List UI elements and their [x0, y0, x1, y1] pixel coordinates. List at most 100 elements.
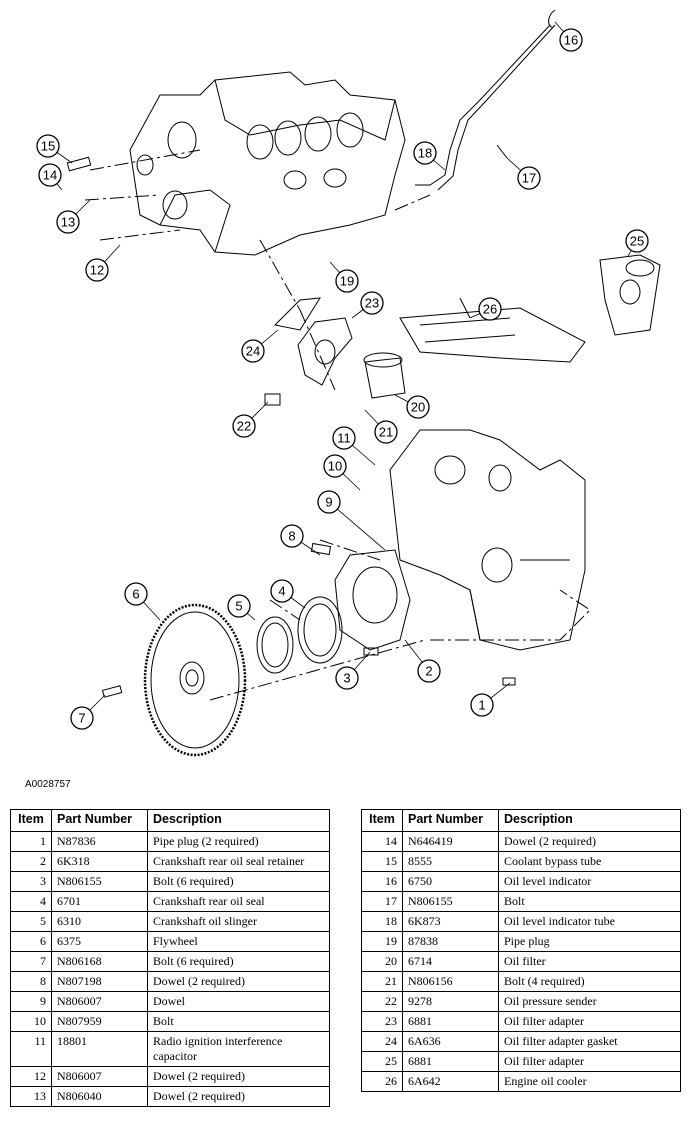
cell-item: 22	[361, 991, 403, 1012]
cell-item: 7	[10, 951, 52, 972]
cell-description: Pipe plug (2 required)	[147, 831, 330, 852]
cell-item: 20	[361, 951, 403, 972]
cell-description: Dowel (2 required)	[498, 831, 681, 852]
svg-text:11: 11	[337, 431, 351, 446]
figure-id: A0028757	[25, 779, 71, 790]
callout-26: 26	[478, 297, 502, 321]
callout-13: 13	[56, 210, 80, 234]
cell-description: Bolt	[147, 1011, 330, 1032]
col-item: Item	[10, 809, 52, 832]
cell-item: 21	[361, 971, 403, 992]
cell-item: 2	[10, 851, 52, 872]
cell-description: Crankshaft oil slinger	[147, 911, 330, 932]
svg-text:15: 15	[41, 139, 55, 154]
cell-part-number: 8555	[402, 851, 499, 872]
svg-text:1: 1	[478, 698, 485, 713]
crankshaft-rear-oil-seal	[297, 596, 343, 664]
cell-item: 12	[10, 1066, 52, 1087]
leader-lines	[47, 21, 638, 719]
cell-part-number: 9278	[402, 991, 499, 1012]
col-part-number: Part Number	[51, 809, 148, 832]
cell-description: Flywheel	[147, 931, 330, 952]
cell-description: Radio ignition interference capacitor	[147, 1031, 330, 1067]
cell-item: 11	[10, 1031, 52, 1067]
engine-block-upper	[129, 71, 406, 256]
callout-2: 2	[417, 659, 441, 683]
callout-7: 7	[70, 706, 94, 730]
callout-25: 25	[625, 229, 649, 253]
callout-6: 6	[124, 582, 148, 606]
svg-text:7: 7	[78, 711, 85, 726]
callout-19: 19	[335, 269, 359, 293]
cell-item: 17	[361, 891, 403, 912]
cell-part-number: 6375	[51, 931, 148, 952]
callout-20: 20	[406, 395, 430, 419]
cell-description: Oil filter	[498, 951, 681, 972]
cell-item: 25	[361, 1051, 403, 1072]
callout-23: 23	[360, 291, 384, 315]
oil-pressure-sender	[264, 393, 281, 406]
seal-retainer	[334, 549, 411, 651]
svg-text:22: 22	[237, 419, 251, 434]
svg-text:25: 25	[630, 234, 644, 249]
cell-item: 3	[10, 871, 52, 892]
cell-description: Bolt (6 required)	[147, 951, 330, 972]
cell-part-number: 6K873	[402, 911, 499, 932]
callout-11: 11	[332, 426, 356, 450]
callout-10: 10	[323, 454, 347, 478]
svg-text:10: 10	[328, 459, 342, 474]
cell-part-number: N806168	[51, 951, 148, 972]
cell-part-number: 6714	[402, 951, 499, 972]
callout-17: 17	[517, 166, 541, 190]
cell-item: 24	[361, 1031, 403, 1052]
svg-text:23: 23	[365, 296, 379, 311]
cell-part-number: 6881	[402, 1051, 499, 1072]
oil-filter-adapter-rear	[599, 254, 661, 336]
oil-level-indicator	[415, 9, 556, 191]
cell-item: 10	[10, 1011, 52, 1032]
cell-part-number: 6A636	[402, 1031, 499, 1052]
exploded-engine-diagram: 1 2 3 4 5 6 7 8 9 10 11 12 13 14 15 16 1…	[36, 9, 661, 757]
oil-filter-adapter	[273, 297, 353, 386]
cell-description: Dowel (2 required)	[147, 1066, 330, 1087]
cell-description: Crankshaft rear oil seal retainer	[147, 851, 330, 872]
cell-description: Coolant bypass tube	[498, 851, 681, 872]
col-description: Description	[147, 809, 330, 832]
cell-part-number: 6750	[402, 871, 499, 892]
cell-part-number: N806007	[51, 991, 148, 1012]
cell-part-number: 6310	[51, 911, 148, 932]
callouts: 1 2 3 4 5 6 7 8 9 10 11 12 13 14 15 16 1…	[36, 28, 649, 730]
cell-item: 1	[10, 831, 52, 852]
cell-part-number: 6701	[51, 891, 148, 912]
svg-text:13: 13	[61, 215, 75, 230]
cell-part-number: N806155	[402, 891, 499, 912]
svg-text:12: 12	[90, 263, 104, 278]
svg-text:21: 21	[379, 425, 393, 440]
svg-text:16: 16	[564, 33, 578, 48]
cell-description: Dowel (2 required)	[147, 1086, 330, 1107]
cell-item: 6	[10, 931, 52, 952]
svg-text:3: 3	[343, 671, 350, 686]
callout-14: 14	[38, 163, 62, 187]
cell-part-number: N807198	[51, 971, 148, 992]
svg-text:20: 20	[411, 400, 425, 415]
crankshaft-oil-slinger	[256, 616, 294, 674]
svg-text:24: 24	[246, 344, 260, 359]
callout-8: 8	[280, 524, 304, 548]
cell-description: Oil filter adapter gasket	[498, 1031, 681, 1052]
